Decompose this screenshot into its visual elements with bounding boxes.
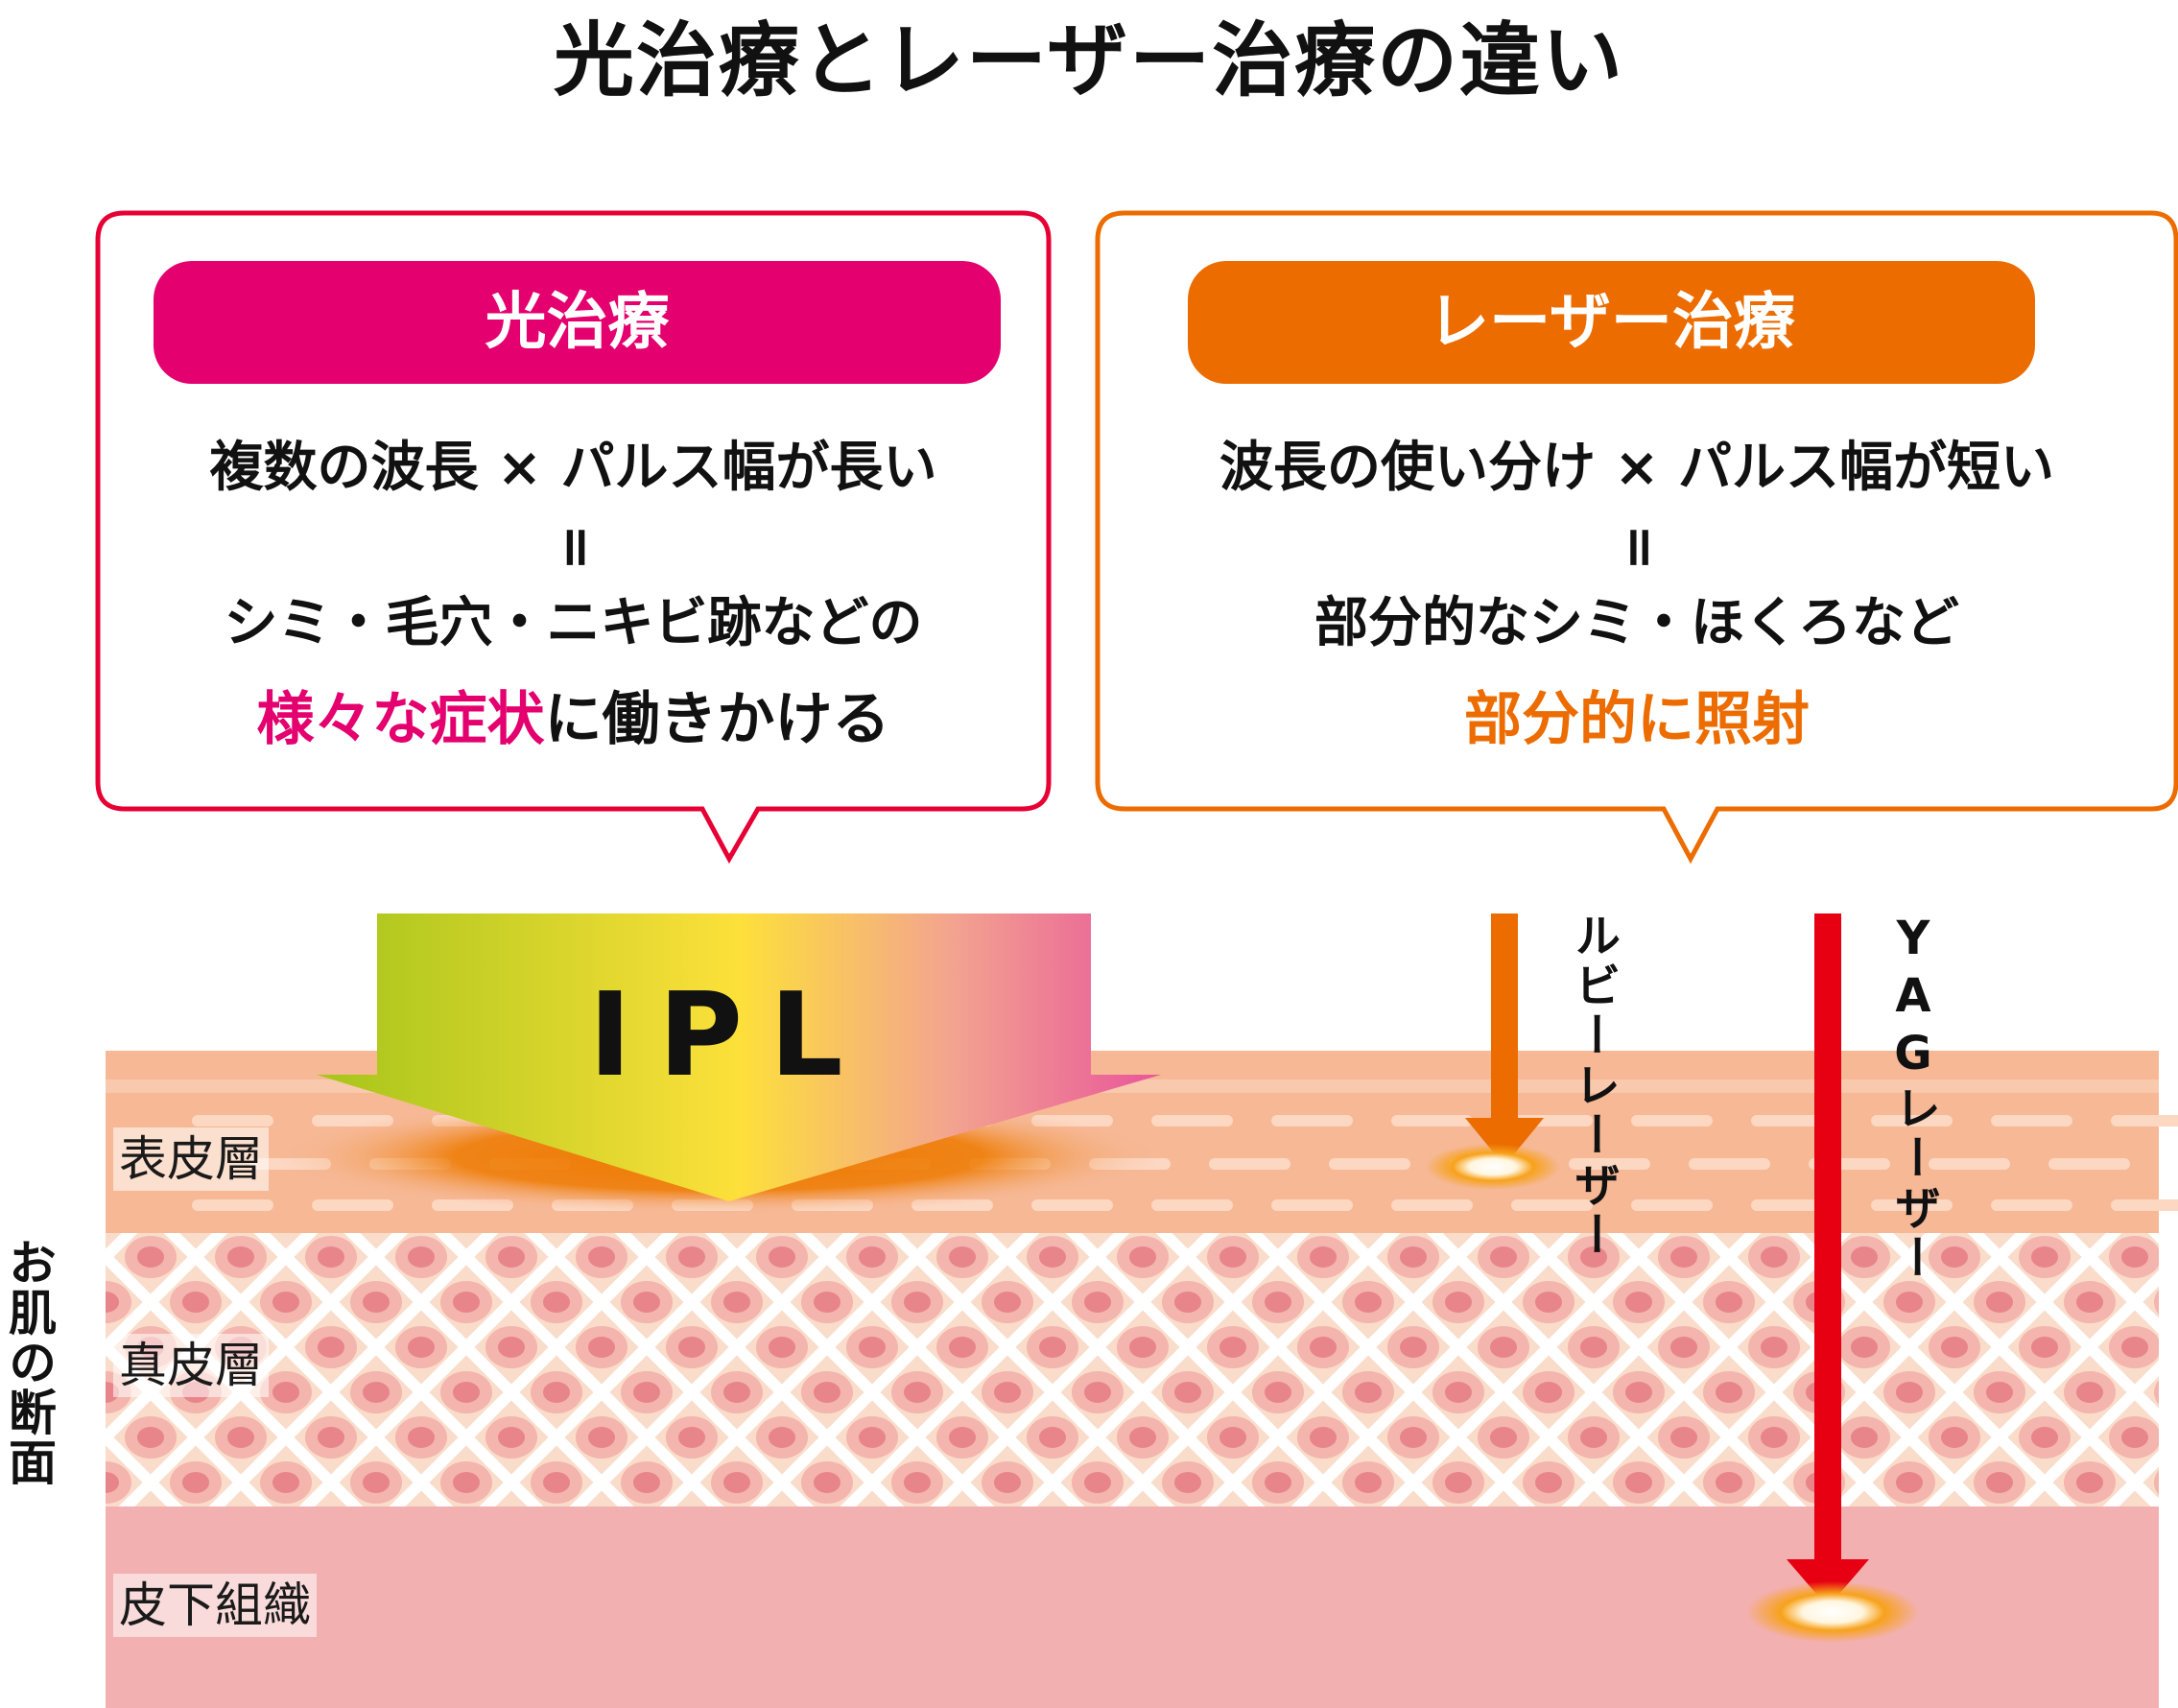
epidermis-dash xyxy=(1329,1158,1410,1170)
skin-cross-section-label: お肌の断面 xyxy=(1,1238,57,1487)
ruby-arrow-shaft xyxy=(1491,913,1518,1125)
left-equals: ॥ xyxy=(556,515,590,578)
epidermis-dash xyxy=(1391,1115,1473,1127)
epidermis-dash xyxy=(1391,1199,1473,1211)
right-line1: 波長の使い分け × パルス幅が短い xyxy=(1219,437,2054,499)
epidermis-dash xyxy=(1991,1115,2072,1127)
epidermis-dash xyxy=(2048,1158,2130,1170)
epidermis-dash xyxy=(2111,1199,2178,1211)
left-line4: 様々な症状に働きかける xyxy=(98,676,1049,763)
epidermis-dash xyxy=(1511,1199,1593,1211)
epidermis-dash xyxy=(1751,1199,1833,1211)
epidermis-dash xyxy=(1871,1199,1953,1211)
dermis-label: 真皮層 xyxy=(113,1334,269,1397)
right-header-bg xyxy=(1188,261,2035,384)
epidermis-dash xyxy=(1991,1199,2072,1211)
epidermis-dash xyxy=(1631,1199,1713,1211)
right-header: レーザー治療 xyxy=(1428,287,1795,358)
right-line4: 部分的に照射 xyxy=(1464,686,1810,753)
epidermis-dash xyxy=(1929,1158,2010,1170)
epidermis-dash xyxy=(1569,1158,1650,1170)
left-header-bg xyxy=(154,261,1001,384)
epidermis-dash xyxy=(192,1115,273,1127)
epidermis-dash xyxy=(1271,1199,1353,1211)
left-line4-rest: に働きかける xyxy=(544,686,890,753)
yag-laser-label: YAGレーザー xyxy=(1886,912,1940,1284)
epidermis-dash xyxy=(312,1199,393,1211)
left-line1: 複数の波長 × パルス幅が長い xyxy=(209,437,937,499)
epidermis-dash xyxy=(1689,1158,1770,1170)
epidermis-label: 表皮層 xyxy=(113,1127,269,1191)
left-line3: シミ・毛穴・ニキビ跡などの xyxy=(224,592,923,654)
epidermis-dash xyxy=(1751,1115,1833,1127)
epidermis-dash xyxy=(1871,1115,1953,1127)
ruby-laser-label: ルビーレーザー xyxy=(1566,912,1620,1261)
epidermis-dash xyxy=(2111,1115,2178,1127)
right-line3: 部分的なシミ・ほくろなど xyxy=(1314,592,1959,654)
epidermis-dash xyxy=(192,1199,273,1211)
epidermis-dash xyxy=(1209,1158,1290,1170)
subcutis-label: 皮下組織 xyxy=(113,1574,317,1637)
ruby-arrow-head xyxy=(1465,1118,1544,1166)
page-title: 光治療とレーザー治療の違い xyxy=(553,13,1625,107)
epidermis-dash xyxy=(1031,1199,1113,1211)
ipl-label: IPL xyxy=(588,969,870,1103)
dermis-layer xyxy=(106,1233,2159,1506)
ipl-arrow xyxy=(317,913,1161,1201)
yag-spot xyxy=(1746,1581,1919,1643)
right-equals: ॥ xyxy=(1621,515,1653,578)
left-highlight: 様々な症状 xyxy=(256,686,545,753)
epidermis-dash xyxy=(1151,1199,1233,1211)
ruby-spot xyxy=(1426,1144,1560,1190)
epidermis-dash xyxy=(1631,1115,1713,1127)
epidermis-dash xyxy=(1151,1115,1233,1127)
yag-arrow-shaft xyxy=(1814,913,1841,1566)
epidermis-dash xyxy=(1271,1115,1353,1127)
left-header: 光治療 xyxy=(485,287,670,358)
